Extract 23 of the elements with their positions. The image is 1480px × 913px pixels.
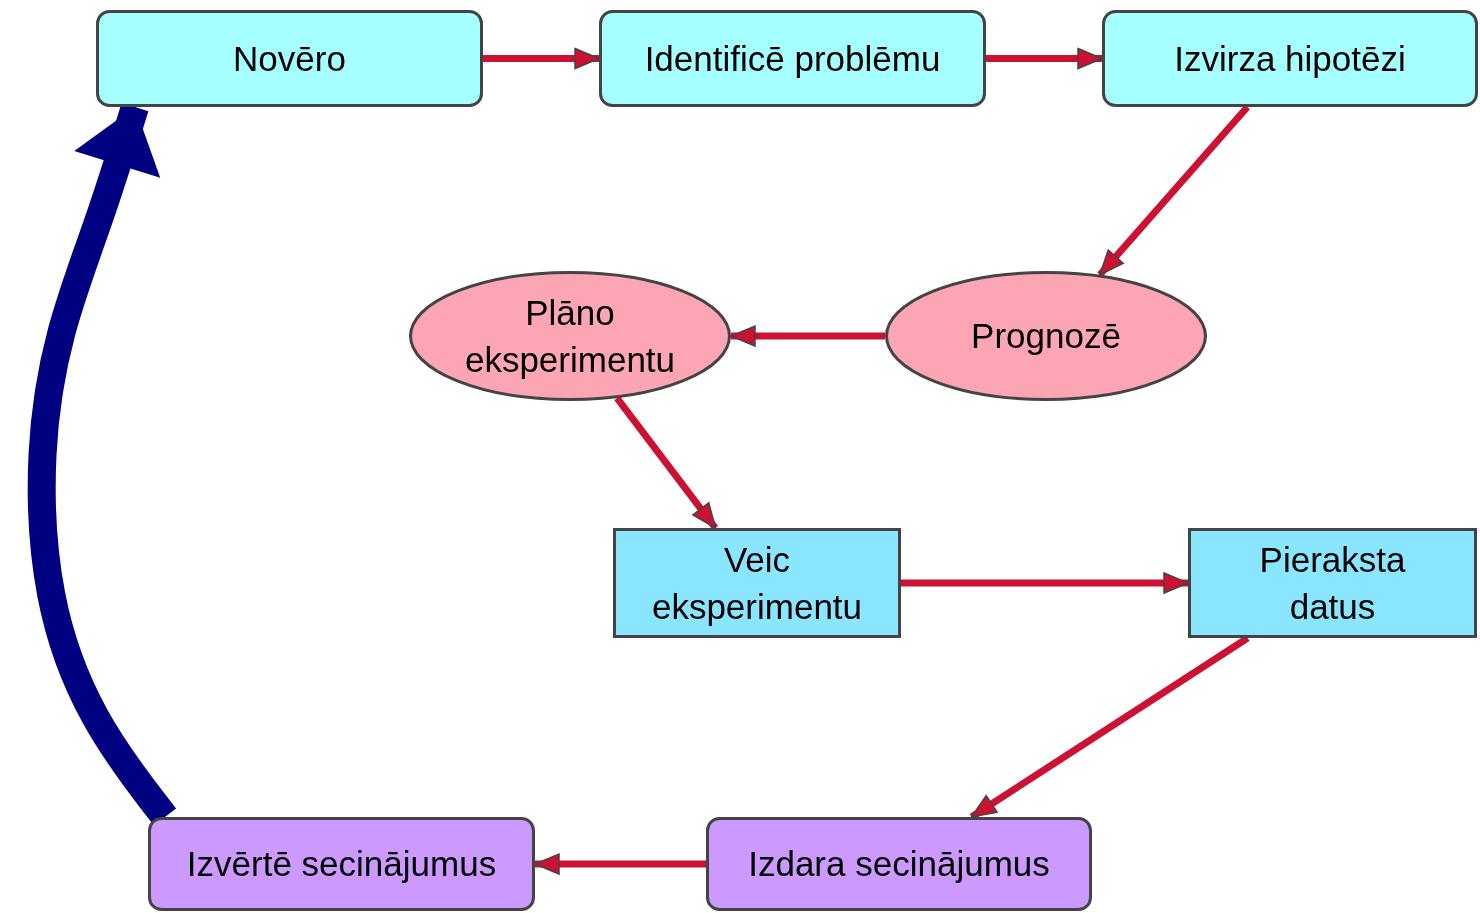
node-label: Novēro [232,37,347,80]
node-label: Identificē problēmu [643,37,942,80]
process-box [599,10,986,107]
process-box [1188,528,1477,638]
arrow [986,47,1103,70]
arrow [483,47,600,70]
node-label: Izvirza hipotēzi [1173,37,1407,80]
node-label: Veic eksperimentu [650,538,864,628]
node-label: Izdara secinājumus [747,843,1051,886]
arrow [730,325,885,347]
node-label: Izvērtē secinājumus [185,843,498,886]
process-box [96,10,483,107]
process-box [1102,10,1478,107]
node-label: Plāno eksperimentu [463,291,677,381]
process-box [706,817,1092,911]
oval-node [409,271,731,401]
node-label: Prognozē [970,315,1122,358]
node-label: Pieraksta datus [1258,538,1407,628]
process-box [148,817,535,911]
arrow [901,572,1189,594]
arrow [534,853,706,875]
oval-node [885,271,1207,401]
process-box [613,528,901,638]
